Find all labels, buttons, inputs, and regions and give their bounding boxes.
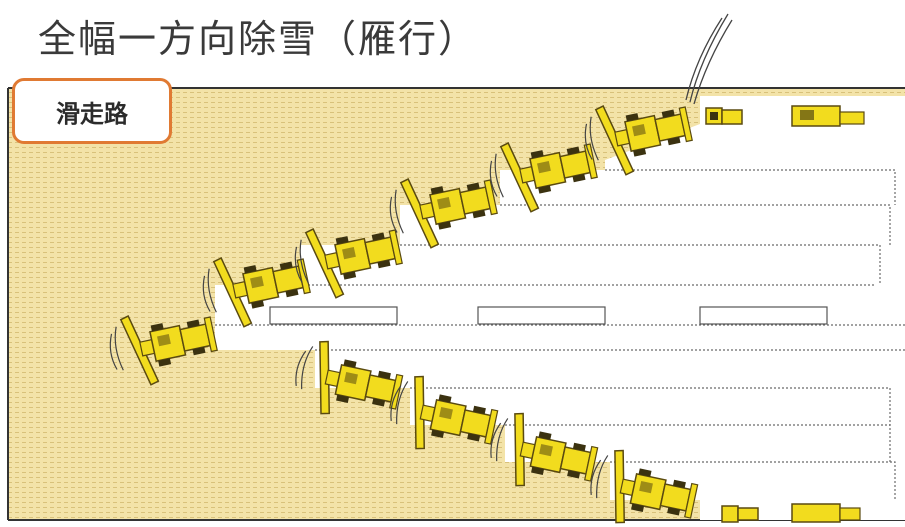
lane-lines (215, 169, 905, 500)
snow-blower-icon (685, 13, 865, 127)
diagram-title: 全幅一方向除雪（雁行） (38, 17, 479, 61)
runway-markings (269, 306, 828, 325)
snow-blower-icon (721, 503, 861, 523)
runway-label: 滑走路 (12, 78, 172, 144)
